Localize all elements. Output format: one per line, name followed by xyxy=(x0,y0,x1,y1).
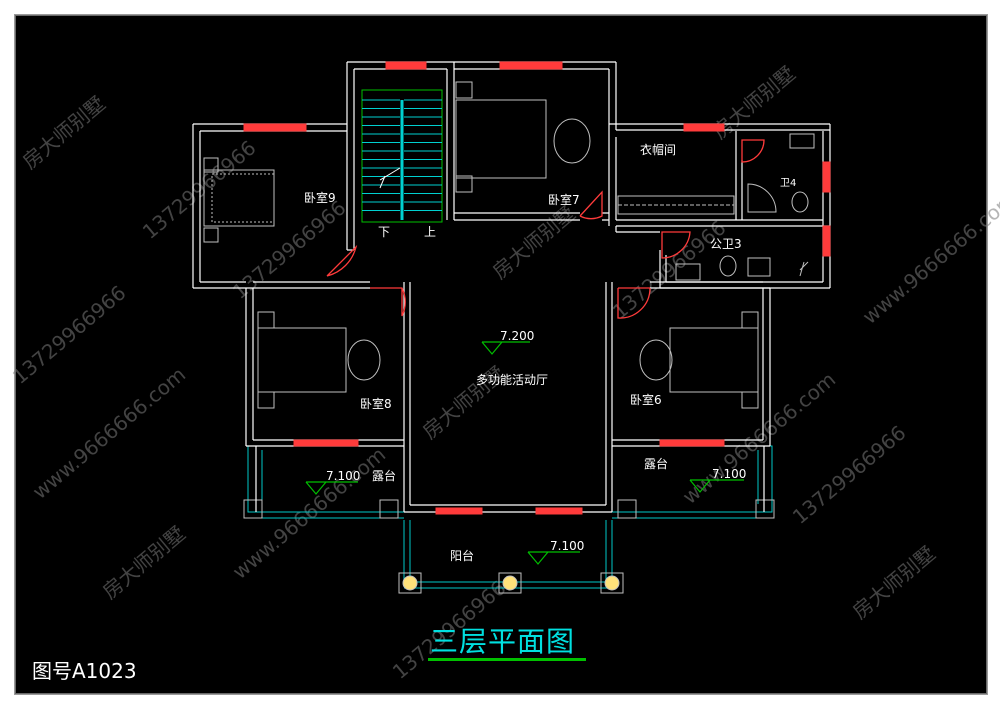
watermark-brand: 房大师别墅 xyxy=(18,91,110,174)
stair-up-label: 上 xyxy=(424,225,436,239)
room-label-balcony: 阳台 xyxy=(450,548,474,563)
elevation-markers xyxy=(305,341,744,565)
watermark-phone: 13729966966 xyxy=(788,420,911,528)
watermark-brand: 房大师别墅 xyxy=(98,521,190,604)
drawing-title: 三层平面图 xyxy=(430,625,576,658)
stair-treads xyxy=(362,99,442,211)
watermark-site: www.9666666.com xyxy=(858,187,1000,329)
doors xyxy=(326,139,765,319)
room-label-hall: 多功能活动厅 xyxy=(476,373,548,387)
room-label-bath4: 卫4 xyxy=(780,178,796,189)
elevation-terrace-right: 7.100 xyxy=(712,467,746,481)
windows xyxy=(243,61,831,515)
elevation-balcony: 7.100 xyxy=(550,539,584,553)
room-label-closet: 衣帽间 xyxy=(640,142,676,157)
stairs xyxy=(361,89,443,223)
room-label-terrace-right: 露台 xyxy=(644,456,668,471)
room-label-terrace-left: 露台 xyxy=(372,468,396,483)
watermark-phone: 13729966966 xyxy=(8,280,131,388)
watermark-site: www.9666666.com xyxy=(28,362,190,504)
elevation-terrace-left: 7.100 xyxy=(326,469,360,483)
room-label-bedroom6: 卧室6 xyxy=(630,392,662,407)
furniture xyxy=(203,81,815,409)
watermark-phone: 13729966966 xyxy=(138,135,261,243)
stair-down-label: 下 xyxy=(378,225,390,239)
balcony-columns xyxy=(398,572,624,594)
walls xyxy=(192,61,831,513)
elevation-hall: 7.200 xyxy=(500,329,534,343)
room-label-public-bath3: 公卫3 xyxy=(710,237,742,251)
watermark-brand: 房大师别墅 xyxy=(848,541,940,624)
room-label-bedroom7: 卧室7 xyxy=(548,192,580,207)
room-label-bedroom9: 卧室9 xyxy=(304,190,336,205)
drawing-number: 图号A1023 xyxy=(32,659,137,683)
title-underline xyxy=(428,658,586,661)
watermark-site: www.9666666.com xyxy=(228,442,390,584)
railings xyxy=(243,445,775,589)
room-label-bedroom8: 卧室8 xyxy=(360,396,392,411)
